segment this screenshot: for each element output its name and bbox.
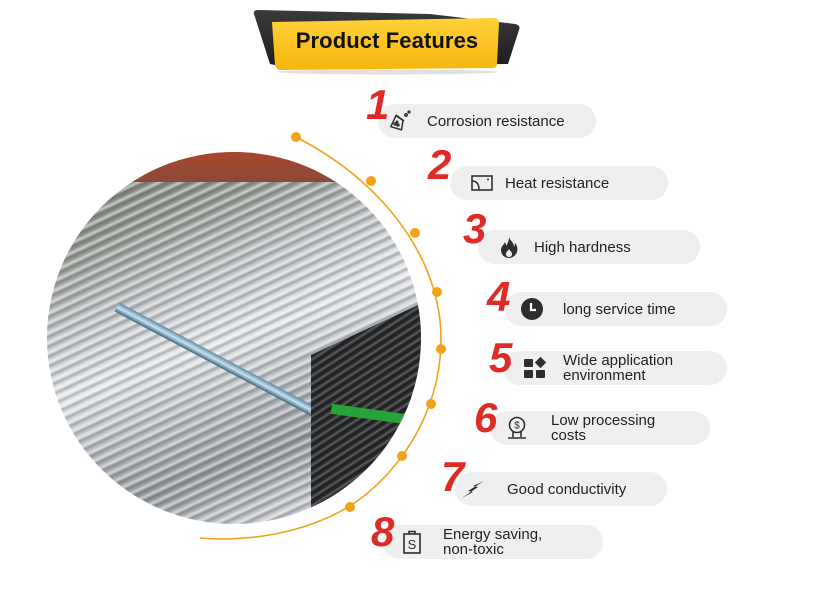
feature-number: 3: [463, 205, 487, 252]
feature-label-line2: environment: [563, 367, 646, 384]
feature-number: 6: [474, 394, 498, 441]
arc-dot: [397, 451, 407, 461]
feature-number: 7: [441, 453, 465, 500]
flask-icon: [390, 110, 411, 131]
arc-dot: [436, 344, 446, 354]
feature-number: 4: [487, 273, 511, 320]
svg-text:S: S: [408, 537, 417, 552]
feature-label: High hardness: [534, 239, 631, 256]
feature-item-good-conductivity: 7 Good conductivity: [441, 456, 669, 506]
feature-label-line2: costs: [551, 427, 587, 444]
feature-item-long-service-time: 4 long service time: [487, 276, 727, 326]
banner-shape: [253, 10, 520, 75]
arc-dot: [345, 502, 355, 512]
arc-dot: [410, 228, 420, 238]
feature-number: 1: [366, 81, 390, 128]
arc-dot: [291, 132, 301, 142]
feature-item-low-processing-costs: 6 $ Low processing costs: [474, 397, 710, 445]
feature-label: Heat resistance: [505, 175, 610, 192]
svg-text:$: $: [514, 421, 520, 432]
feature-pill: [503, 351, 727, 385]
feature-label-line1: Energy saving,: [443, 526, 543, 543]
feature-pill: [378, 104, 596, 138]
flame-icon: [501, 237, 518, 258]
dollar-coin-icon: $: [508, 416, 526, 439]
apps-grid-icon: [524, 356, 547, 378]
feature-label-line1: Low processing: [551, 412, 656, 429]
feature-number: 5: [489, 334, 513, 381]
feature-number: 2: [428, 141, 452, 188]
feature-item-wide-application-environment: 5 Wide application environment: [489, 337, 727, 385]
page-title: Product Features: [295, 28, 479, 53]
arc-dot: [426, 399, 436, 409]
feature-item-energy-saving-non-toxic: 8 S Energy saving, non-toxic: [371, 511, 603, 559]
arc-dot: [432, 287, 442, 297]
feature-label-line1: Wide application: [563, 352, 674, 369]
product-features-banner: Product Features: [250, 6, 525, 76]
feature-number: 8: [371, 508, 395, 555]
lightning-icon: [462, 481, 484, 498]
feature-label-line2: non-toxic: [443, 541, 504, 558]
heat-panel-icon: [471, 175, 493, 191]
feature-item-corrosion-resistance: 1 Corrosion resistance: [366, 84, 598, 138]
clock-icon: [521, 298, 543, 320]
feature-pill: [450, 166, 668, 200]
feature-label: Corrosion resistance: [427, 113, 565, 130]
feature-pill: [490, 411, 710, 445]
arc-dot: [366, 176, 376, 186]
feature-label: long service time: [563, 301, 676, 318]
feature-item-heat-resistance: 2 Heat resistance: [428, 144, 670, 200]
feature-label: Good conductivity: [507, 481, 627, 498]
feature-pill: [455, 472, 667, 506]
product-photo: [47, 152, 421, 524]
feature-item-high-hardness: 3 High hardness: [463, 208, 701, 264]
battery-dollar-icon: S: [403, 530, 421, 554]
